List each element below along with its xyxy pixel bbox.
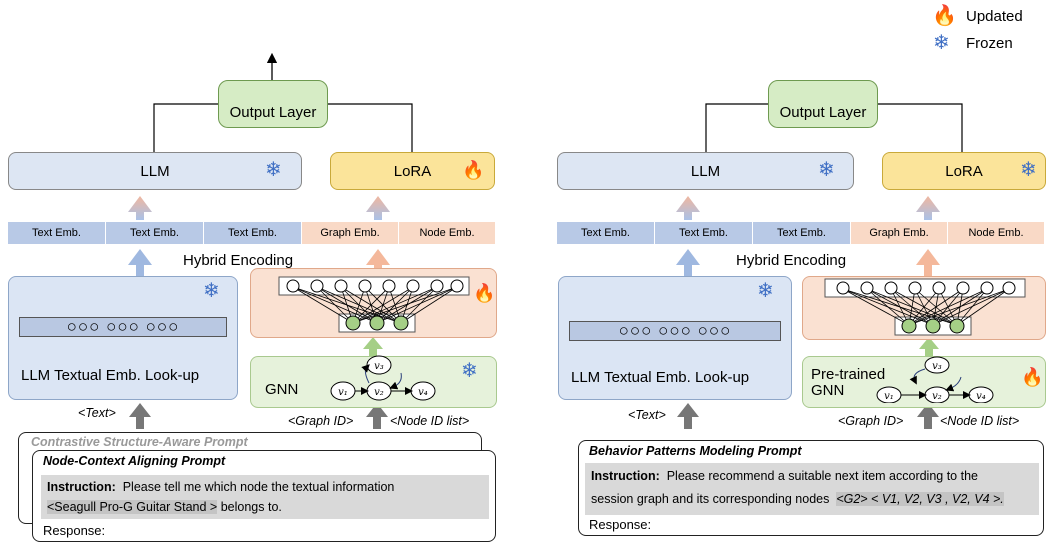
gnn-graph: v₁ v₂ v₃ v₄ bbox=[876, 356, 994, 403]
snowflake-icon: ❄ bbox=[265, 159, 282, 181]
graph-projector bbox=[824, 278, 1026, 336]
gnn-block-left: GNN v₁ v₂ v₃ v₄ ❄ bbox=[250, 355, 497, 408]
gnn-label: GNN bbox=[265, 381, 299, 398]
svg-text:v₁: v₁ bbox=[338, 387, 348, 398]
llm-block-right: LLM bbox=[557, 152, 854, 190]
prompt-card-left: Node-Context Aligning Prompt Instruction… bbox=[32, 450, 496, 542]
svg-text:v₄: v₄ bbox=[418, 387, 428, 398]
graph-emb: Graph Emb. bbox=[302, 222, 399, 244]
snowflake-icon: ❄ bbox=[203, 280, 220, 302]
snowflake-icon: ❄ bbox=[1020, 159, 1037, 181]
graph-emb: Graph Emb. bbox=[851, 222, 948, 244]
svg-text:v₂: v₂ bbox=[932, 391, 942, 402]
flame-icon: 🔥 bbox=[1021, 367, 1044, 387]
svg-text:v₁: v₁ bbox=[884, 391, 894, 402]
lookup-block-left: ❄ ○○○ ○○○ ○○○ LLM Textual Emb. Look-up bbox=[8, 276, 238, 400]
lookup-label: LLM Textual Emb. Look-up bbox=[571, 369, 750, 386]
graph-id-label: <Graph ID> bbox=[288, 414, 354, 428]
lora-block-right: LoRA bbox=[882, 152, 1046, 190]
lookup-label: LLM Textual Emb. Look-up bbox=[21, 367, 200, 384]
gnn-block-right: Pre-trained GNN v₁ v₂ v₃ v₄ 🔥 bbox=[802, 356, 1046, 408]
snowflake-icon: ❄ bbox=[461, 360, 478, 382]
llm-block-left: LLM bbox=[8, 152, 302, 190]
embedding-strip-right: Text Emb. Text Emb. Text Emb. Graph Emb.… bbox=[557, 222, 1045, 244]
response-label: Response: bbox=[589, 517, 652, 532]
text-emb: Text Emb. bbox=[8, 222, 106, 244]
graph-encoder-block-right bbox=[802, 276, 1046, 340]
text-emb: Text Emb. bbox=[557, 222, 655, 244]
legend-frozen: Frozen bbox=[966, 35, 1013, 52]
svg-text:v₂: v₂ bbox=[374, 387, 384, 398]
graph-projector bbox=[278, 276, 470, 333]
output-layer-left: Output Layer bbox=[218, 80, 328, 128]
output-layer-right: Output Layer bbox=[768, 80, 878, 128]
embedding-strip-left: Text Emb. Text Emb. Text Emb. Graph Emb.… bbox=[8, 222, 496, 244]
snowflake-icon: ❄ bbox=[818, 159, 835, 181]
token-row: ○○○ ○○○ ○○○ bbox=[19, 317, 227, 337]
flame-icon: 🔥 bbox=[462, 160, 485, 180]
flame-icon: 🔥 bbox=[473, 283, 496, 303]
hybrid-encoding-label: Hybrid Encoding bbox=[736, 252, 847, 269]
node-id-label: <Node ID list> bbox=[940, 414, 1020, 428]
node-id-label: <Node ID list> bbox=[390, 414, 470, 428]
text-input-label: <Text> bbox=[78, 406, 116, 420]
instruction-box: Instruction: Please tell me which node t… bbox=[41, 475, 489, 519]
gnn-graph: v₁ v₂ v₃ v₄ bbox=[330, 355, 436, 401]
text-emb: Text Emb. bbox=[106, 222, 204, 244]
arrow-up bbox=[128, 249, 152, 277]
graph-id-label: <Graph ID> bbox=[838, 414, 904, 428]
text-emb: Text Emb. bbox=[753, 222, 851, 244]
prompt-card-right: Behavior Patterns Modeling Prompt Instru… bbox=[578, 440, 1044, 536]
response-label: Response: bbox=[43, 523, 106, 538]
hybrid-encoding-label: Hybrid Encoding bbox=[183, 252, 294, 269]
text-emb: Text Emb. bbox=[204, 222, 302, 244]
snowflake-icon: ❄ bbox=[933, 32, 950, 54]
svg-text:v₃: v₃ bbox=[374, 361, 384, 372]
svg-text:v₃: v₃ bbox=[932, 361, 942, 372]
snowflake-icon: ❄ bbox=[757, 280, 774, 302]
text-emb: Text Emb. bbox=[655, 222, 753, 244]
graph-encoder-block-left: 🔥 bbox=[250, 268, 497, 338]
node-emb: Node Emb. bbox=[399, 222, 496, 244]
text-input-label: <Text> bbox=[628, 408, 666, 422]
pretrained-gnn-label: Pre-trained GNN bbox=[811, 366, 886, 399]
lora-block-left: LoRA bbox=[330, 152, 495, 190]
flame-icon: 🔥 bbox=[932, 5, 957, 27]
token-row: ○○○ ○○○ ○○○ bbox=[569, 321, 781, 341]
lookup-block-right: ❄ ○○○ ○○○ ○○○ LLM Textual Emb. Look-up bbox=[558, 276, 792, 400]
legend-updated: Updated bbox=[966, 8, 1023, 25]
svg-text:v₄: v₄ bbox=[976, 391, 986, 402]
node-emb: Node Emb. bbox=[948, 222, 1045, 244]
instruction-box: Instruction: Please recommend a suitable… bbox=[585, 463, 1039, 515]
